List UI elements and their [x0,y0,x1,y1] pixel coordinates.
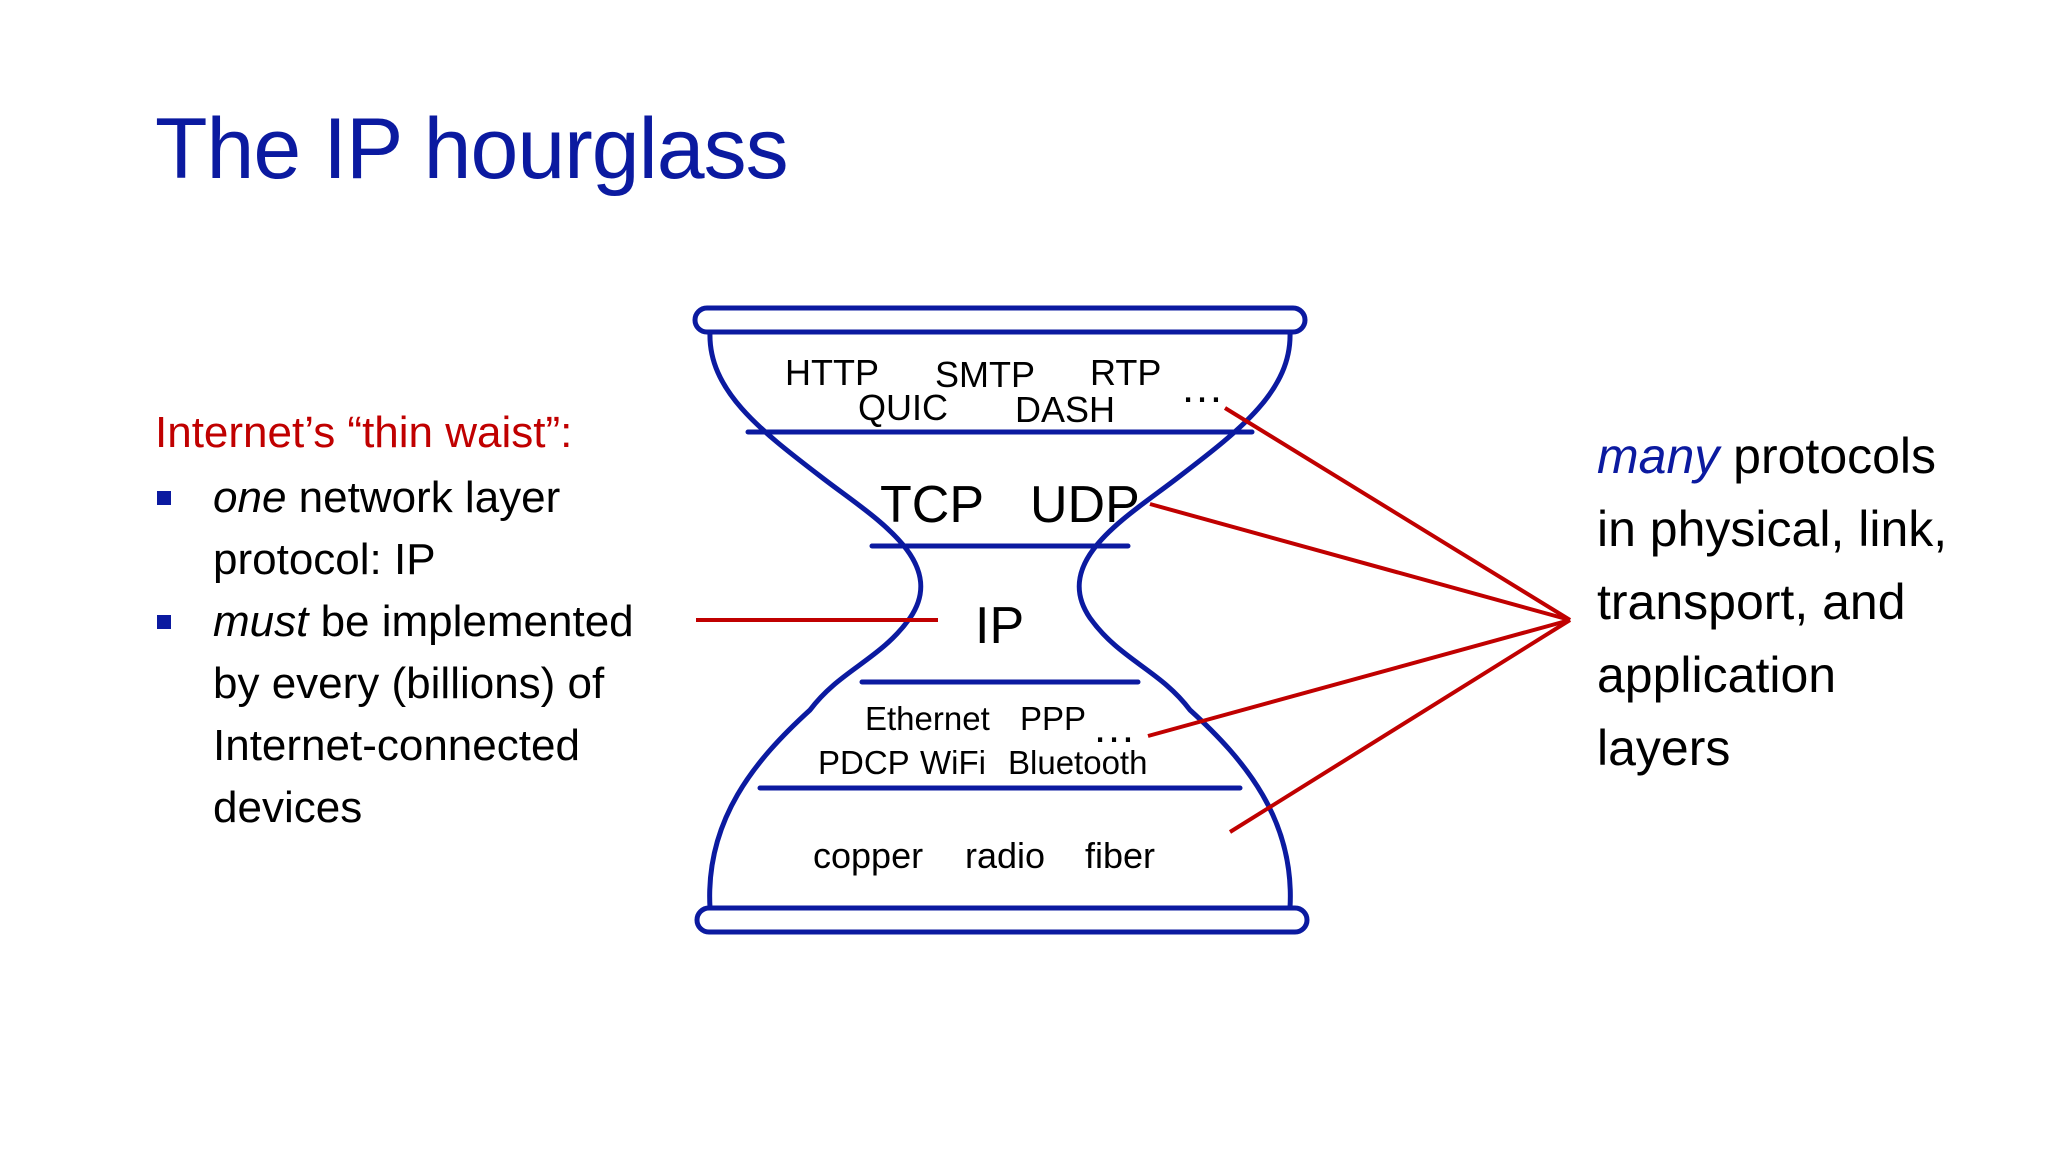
bullet-emphasis: must [213,597,309,646]
bullet-text: protocol: IP [213,535,436,584]
bullet-emphasis: one [213,473,287,522]
bullet-text: devices [213,783,363,832]
square-bullet-icon [157,491,171,505]
bullet-text: Internet-connected [213,721,580,770]
note-text: layers [1597,720,1731,776]
pointer-line-application [1223,406,1572,622]
proto-http: HTTP [785,352,879,393]
square-bullet-icon [157,615,171,629]
many-protocols-note: many protocols in physical, link, transp… [1597,420,2017,785]
bullet-text: be implemented [308,597,634,646]
note-text: application [1597,647,1837,703]
medium-radio: radio [965,835,1045,876]
link-ellipsis: … [1092,703,1136,752]
pointer-line-physical [1228,618,1572,834]
note-text: transport, and [1597,574,1906,630]
thin-waist-bullets: one network layer protocol: IP must be i… [155,467,715,839]
pointer-line-link [1147,618,1571,738]
bullet-text: by every (billions) of [213,659,605,708]
bullet-one-network-layer: one network layer protocol: IP [155,467,715,591]
many-emphasis: many [1597,428,1720,484]
thin-waist-heading: Internet’s “thin waist”: [155,408,573,457]
note-text: protocols [1719,428,1937,484]
proto-tcp: TCP [880,476,984,534]
proto-wifi: WiFi [920,744,986,781]
application-ellipsis: … [1180,363,1224,412]
bullet-text: network layer [286,473,561,522]
hourglass-bottom-cap [694,905,1310,935]
proto-ip: IP [975,597,1024,655]
medium-copper: copper [813,835,923,876]
thin-waist-notes: Internet’s “thin waist”: one network lay… [155,405,715,839]
note-text: in physical, link, [1597,501,1948,557]
proto-rtp: RTP [1090,352,1161,393]
proto-udp: UDP [1030,476,1140,534]
proto-smtp: SMTP [935,354,1035,395]
proto-pdcp: PDCP [818,744,910,781]
proto-dash: DASH [1015,389,1115,430]
hourglass-top-cap [692,305,1308,335]
medium-fiber: fiber [1085,835,1155,876]
proto-ethernet: Ethernet [865,700,990,737]
bullet-must-be-implemented: must be implemented by every (billions) … [155,591,715,839]
proto-ppp: PPP [1020,700,1086,737]
pointer-line-transport [1149,502,1571,622]
slide-title: The IP hourglass [155,101,789,197]
proto-quic: QUIC [858,387,948,428]
proto-bluetooth: Bluetooth [1008,744,1147,781]
